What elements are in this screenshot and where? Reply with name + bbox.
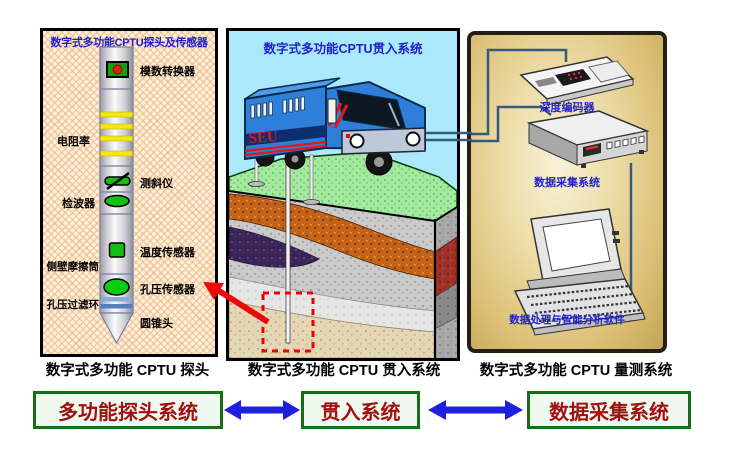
truck-mirror [327, 98, 337, 124]
cone-tip-icon [98, 312, 135, 345]
caption-measurement: 数字式多功能 CPTU 量测系统 [479, 363, 673, 379]
depth-encoder-illustration [519, 56, 635, 106]
penetration-panel-title: 数字式多功能CPTU贯入系统 [263, 42, 423, 56]
label-filter-ring: 孔压过滤环 [46, 299, 100, 311]
flow-box-acquisition-system: 数据采集系统 [527, 391, 691, 429]
geophone-icon [104, 194, 130, 208]
measurement-system-panel: 深度编码器 数据采集系统 数据处理与智能分析软件 [467, 31, 667, 353]
caption-penetration: 数字式多功能 CPTU 贯入系统 [247, 363, 441, 379]
laptop-illustration [513, 208, 646, 336]
caption-probe: 数字式多功能 CPTU 探头 [45, 363, 210, 379]
label-pore-pressure-sensor: 孔压传感器 [140, 284, 195, 296]
measurement-illustration [471, 48, 650, 336]
flow-box-penetration-system: 贯入系统 [301, 391, 420, 429]
resistivity-electrodes-icon [100, 111, 133, 157]
probe-sensors-panel: 数字式多功能CPTU探头及传感器 [40, 28, 218, 357]
inclinometer-icon [104, 171, 131, 191]
label-cone-tip: 圆锥头 [140, 318, 173, 330]
double-arrow-icon [224, 400, 300, 420]
penetration-illustration: SEU [229, 31, 457, 358]
label-friction-sleeve: 侧壁摩擦筒 [46, 261, 100, 273]
support-legs [248, 150, 320, 205]
label-depth-encoder: 深度编码器 [539, 102, 595, 114]
filter-ring-icon [100, 297, 133, 309]
probe-illustration [98, 46, 135, 345]
label-temperature-sensor: 温度传感器 [140, 247, 195, 259]
label-data-acquisition: 数据采集系统 [534, 177, 600, 189]
daq-illustration [526, 110, 650, 168]
probe-panel-title: 数字式多功能CPTU探头及传感器 [50, 37, 208, 49]
penetration-system-panel: SEU 数字式多功能CPTU贯入系统 [226, 28, 460, 361]
label-ad-converter: 模数转换器 [140, 66, 195, 78]
flow-box-probe-system: 多功能探头系统 [33, 391, 223, 429]
truck-marking-text: SEU [248, 129, 278, 147]
probe-body [98, 46, 135, 345]
ad-converter-icon [106, 61, 129, 78]
label-inclinometer: 测斜仪 [140, 178, 173, 190]
truck-illustration: SEU [244, 77, 426, 176]
label-analysis-software: 数据处理与智能分析软件 [509, 314, 625, 326]
double-arrow-icon [428, 400, 523, 420]
label-resistivity: 电阻率 [57, 136, 90, 148]
soil-cross-section [229, 190, 457, 358]
label-geophone: 检波器 [62, 198, 95, 210]
temperature-sensor-icon [108, 242, 126, 258]
penetration-rod [285, 160, 291, 344]
pore-pressure-sensor-icon [103, 278, 130, 296]
truck-box-windows [250, 96, 305, 119]
